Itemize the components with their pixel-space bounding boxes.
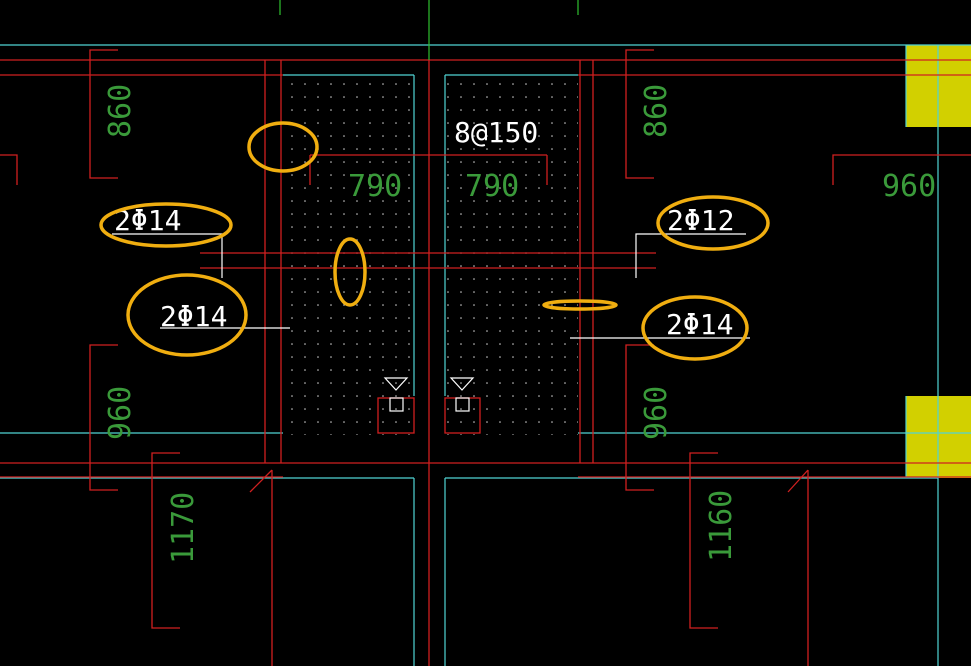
highlight-ellipse-7 (641, 295, 749, 361)
highlight-ellipse-5 (656, 195, 770, 251)
dim-right-top: 860 (639, 84, 674, 138)
stair-hatch-left (283, 75, 414, 435)
highlight-ellipse-6 (542, 299, 618, 311)
dim-far-right: 960 (882, 169, 936, 204)
dim-left-top: 860 (103, 84, 138, 138)
highlight-ellipse-4 (333, 237, 367, 307)
wall-lines (0, 49, 971, 666)
dim-left-bottom: 1170 (166, 492, 201, 564)
highlight-ellipse-2 (99, 202, 233, 248)
highlight-ellipse-3 (126, 273, 248, 357)
rebar-label-right-lower: 2Φ14 (666, 308, 733, 341)
dim-right-mid: 960 (639, 386, 674, 440)
stair-hatch-right (445, 75, 578, 435)
dim-stair-left: 790 (348, 169, 402, 204)
rebar-label-left-lower: 2Φ14 (160, 300, 227, 333)
stirrup-label: 8@150 (454, 116, 538, 149)
rebar-label-right-upper: 2Φ12 (667, 204, 734, 237)
stair-markers (383, 377, 475, 412)
grid-ticks (279, 0, 579, 60)
slab-edge-lines (0, 44, 971, 666)
dim-right-bottom: 1160 (704, 490, 739, 562)
dim-left-mid: 960 (103, 386, 138, 440)
highlight-ellipse-1 (247, 121, 319, 173)
dim-stair-right: 790 (465, 169, 519, 204)
